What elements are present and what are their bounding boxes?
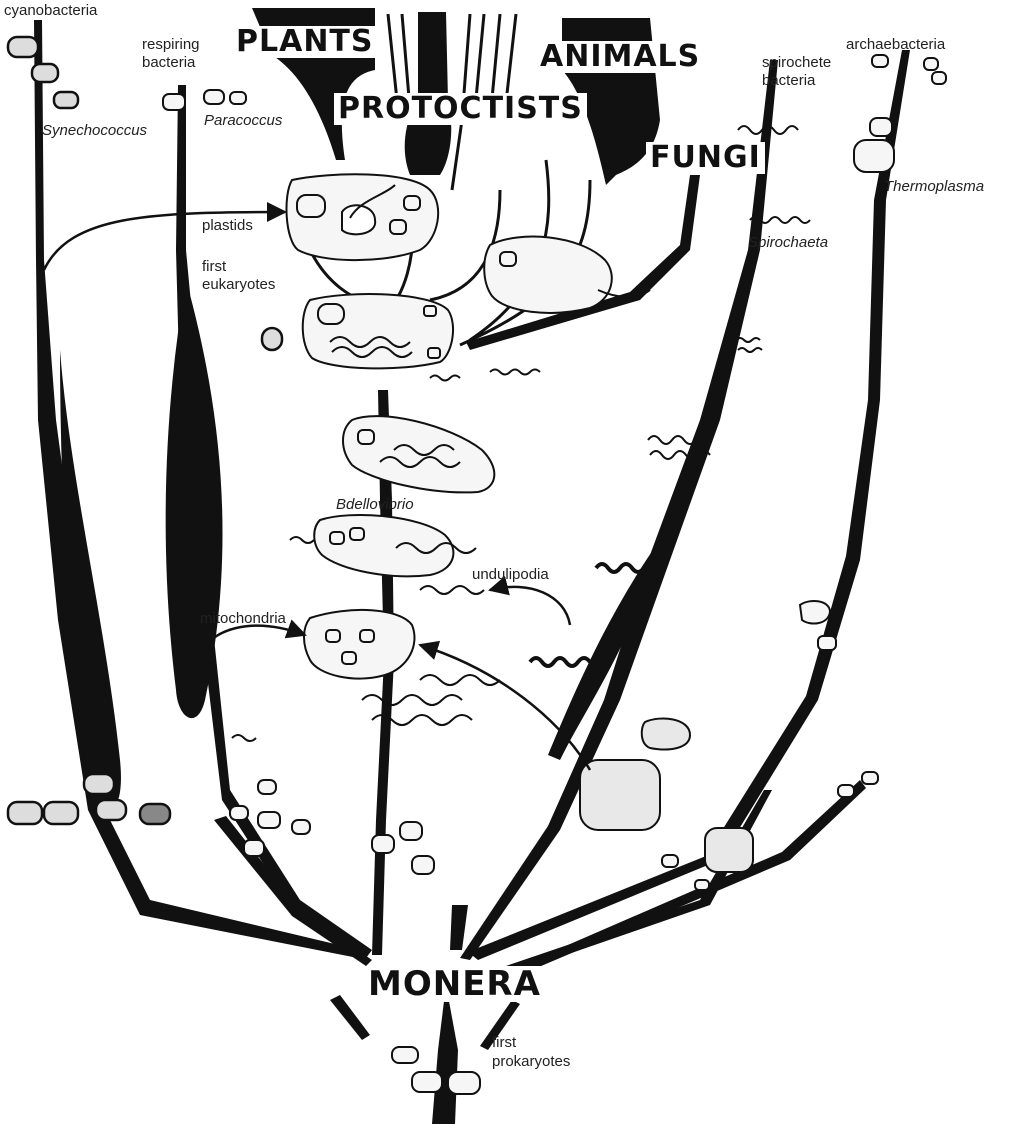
label-first-prokaryotes-line2: prokaryotes	[492, 1053, 570, 1070]
label-synechococcus: Synechococcus	[42, 122, 147, 139]
label-spirochaeta: Spirochaeta	[748, 234, 828, 251]
label-mitochondria: mitochondria	[200, 610, 286, 627]
cyanobacteria-bulge	[60, 350, 121, 811]
eukaryote-plastid	[318, 304, 344, 324]
label-paracoccus: Paracoccus	[204, 112, 282, 129]
label-cyanobacteria: cyanobacteria	[4, 2, 97, 19]
label-monera: MONERA	[364, 966, 545, 1002]
label-respiring-line2: bacteria	[142, 54, 195, 71]
label-spirochete-line2: bacteria	[762, 72, 815, 89]
spirochete-arrow	[420, 645, 590, 770]
medium-prokaryote	[705, 828, 753, 872]
bdellovibrio-host-cell	[314, 515, 453, 576]
flagellate-cell	[484, 237, 612, 313]
plastid-organelle	[297, 195, 325, 217]
label-fungi: FUNGI	[646, 142, 765, 174]
label-undulipodia: undulipodia	[472, 566, 549, 583]
label-thermoplasma: Thermoplasma	[884, 178, 984, 195]
label-first-eukaryotes-line2: eukaryotes	[202, 276, 275, 293]
label-first-eukaryotes-line1: first	[202, 258, 226, 275]
trunk	[432, 985, 458, 1124]
label-bdellovibrio: Bdellovibrio	[336, 496, 414, 513]
label-plants: PLANTS	[232, 26, 378, 58]
undulipodia-arrow	[490, 587, 570, 625]
label-spirochete-line1: spirochete	[762, 54, 831, 71]
label-archaebacteria: archaebacteria	[846, 36, 945, 53]
label-animals: ANIMALS	[536, 41, 704, 73]
label-protoctists: PROTOCTISTS	[334, 93, 587, 125]
label-respiring-line1: respiring	[142, 36, 200, 53]
mitochondria-cell	[304, 610, 414, 679]
large-prokaryote	[580, 760, 660, 830]
label-plastids: plastids	[202, 217, 253, 234]
small-stub	[450, 905, 468, 950]
thermoplasma-cell	[854, 140, 894, 172]
label-first-prokaryotes-line1: first	[492, 1034, 516, 1051]
